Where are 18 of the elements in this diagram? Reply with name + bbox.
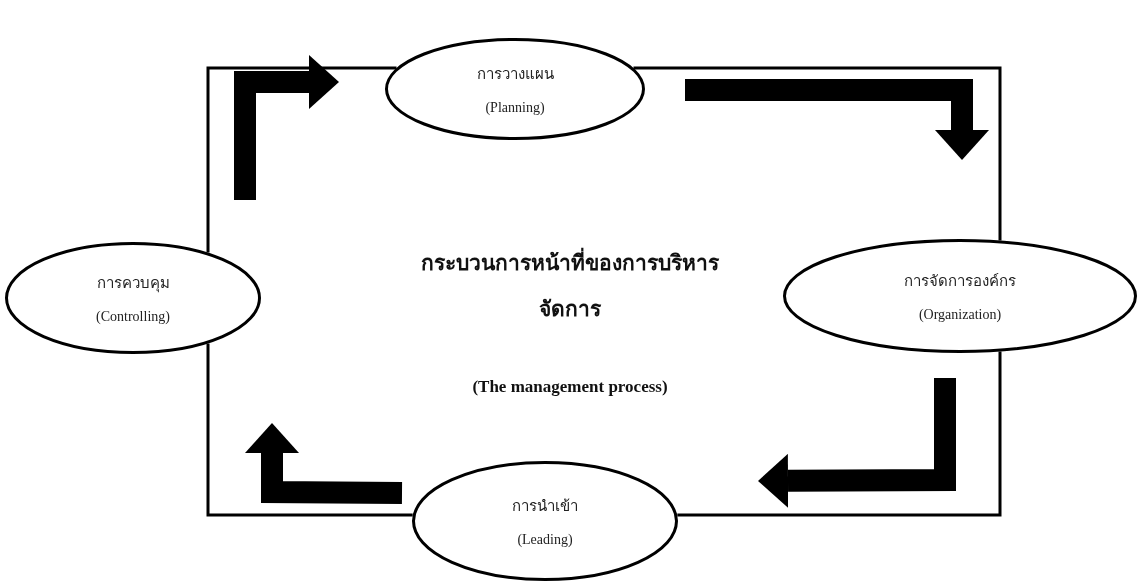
connector-line (633, 66, 1002, 241)
connector-line (677, 351, 1002, 517)
center-heading: (The management process) (472, 376, 668, 398)
node-title: การควบคุม (96, 274, 170, 295)
connector-line (206, 66, 397, 253)
node-subtitle: (Leading) (517, 532, 573, 548)
connector-line (206, 343, 413, 517)
node-title: การจัดการองค์กร (904, 272, 1016, 291)
bent-arrow (234, 55, 339, 200)
bent-arrow (685, 79, 989, 160)
bent-arrow (758, 378, 956, 508)
bent-arrow (245, 423, 403, 504)
node-subtitle: (Planning) (485, 100, 545, 116)
center-heading: กระบวนการหน้าที่ของการบริหารจัดการ (400, 240, 740, 332)
node-subtitle: (Organization) (918, 307, 1002, 323)
node-subtitle: (Controlling) (96, 309, 170, 325)
node-title: การวางแผน (476, 65, 554, 84)
node-title: การนำเข้า (512, 497, 578, 516)
